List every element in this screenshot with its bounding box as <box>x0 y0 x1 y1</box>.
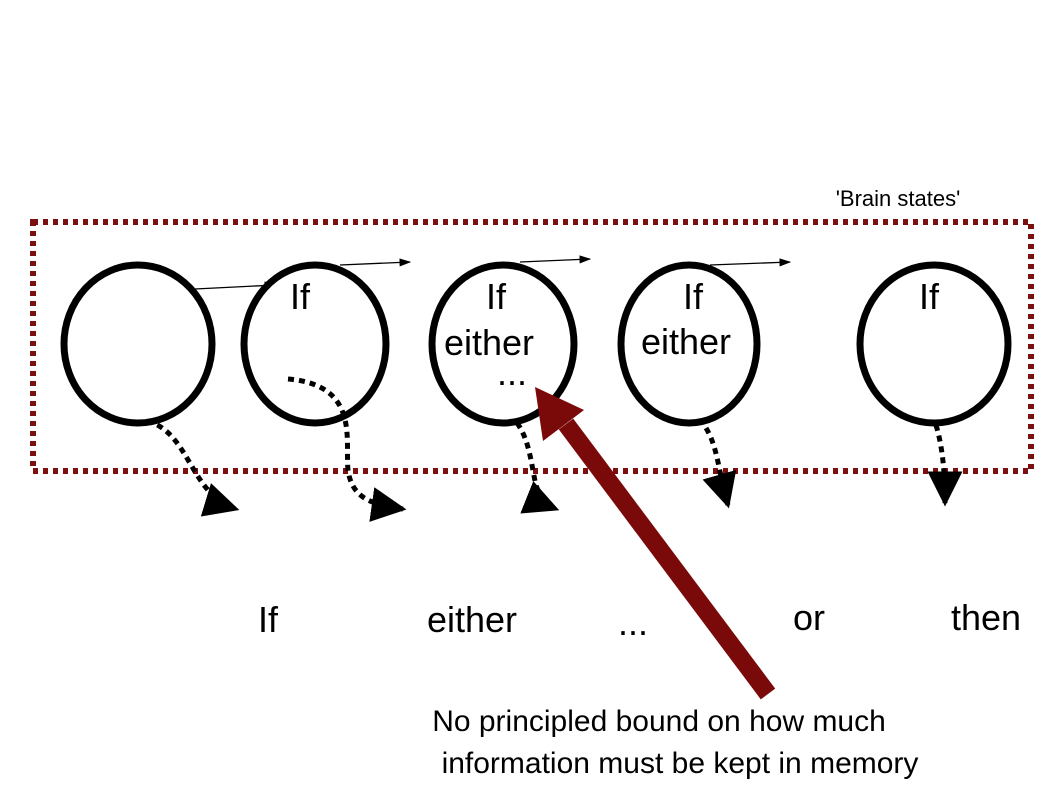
caption-line-2: information must be kept in memory <box>442 747 919 780</box>
output-arrow-5 <box>927 424 963 507</box>
output-arrow-4 <box>702 426 737 509</box>
output-arrow-1 <box>146 418 240 517</box>
transition-arrow-2-3 <box>339 258 412 267</box>
word-5: then <box>951 597 1021 638</box>
output-arrow-2 <box>287 376 407 522</box>
state-circle-2 <box>240 261 390 427</box>
memory-pointer-arrow <box>535 387 776 700</box>
word-4: or <box>793 597 825 638</box>
brain-states-label: 'Brain states' <box>836 186 961 211</box>
output-arrow-3 <box>514 421 560 514</box>
caption-line-1: No principled bound on how much <box>432 705 886 738</box>
state-circle-3 <box>428 261 578 427</box>
state-2-line-1: If <box>290 276 311 317</box>
state-5-line-1: If <box>919 276 940 317</box>
brain-states-region <box>30 219 1034 474</box>
state-circles <box>60 261 1012 427</box>
memory-pointer-arrow-shaft <box>558 418 776 700</box>
state-transition-arrows <box>194 255 792 290</box>
state-3-line-2: either <box>444 322 534 363</box>
word-1: If <box>258 599 279 640</box>
word-2: either <box>427 599 517 640</box>
state-3-line-3: ... <box>497 352 527 393</box>
state-4-line-1: If <box>683 276 704 317</box>
state-circle-1 <box>60 261 216 427</box>
state-circle-4 <box>617 261 761 427</box>
transition-arrow-1-2 <box>194 281 277 290</box>
memory-pointer-arrow-head <box>535 387 584 441</box>
state-3-line-1: If <box>486 276 507 317</box>
state-4-line-2: either <box>641 321 731 362</box>
word-3: ... <box>618 602 648 643</box>
transition-arrow-4-5 <box>709 258 792 267</box>
output-arrows <box>146 376 963 522</box>
state-circle-5 <box>856 261 1012 427</box>
transition-arrow-3-4 <box>519 255 592 264</box>
